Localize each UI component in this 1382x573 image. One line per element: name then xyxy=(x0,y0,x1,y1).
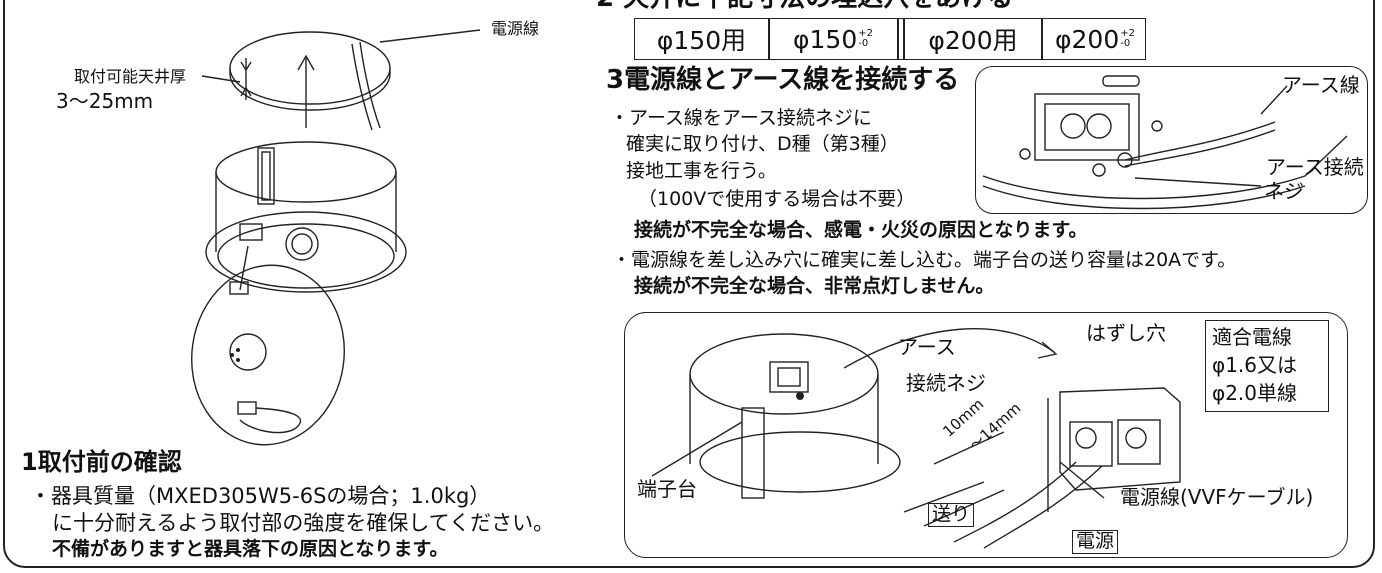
step3-heading: 3電源線とアース線を接続する xyxy=(606,65,960,95)
outer-frame xyxy=(3,0,1375,568)
step1-line2: に十分耐えるよう取付部の強度を確保してください。 xyxy=(52,511,555,535)
step3-warning1: 接続が不完全な場合、感電・火災の原因となります。 xyxy=(634,219,1088,241)
earth-terminal-drawing xyxy=(982,75,1348,210)
power-cable-label: 電源線(VVFケーブル) xyxy=(1120,485,1314,509)
wiring-drawing xyxy=(651,328,1181,549)
wiring-earth-screw-2: 接続ネジ xyxy=(906,371,986,395)
step3-bullet1-line4: （100Vで使用する場合は不要） xyxy=(638,188,916,210)
hole-size-table: φ150用 φ150 +2-0 φ200用 φ200 +2-0 xyxy=(634,18,1146,60)
step3-bullet1-line1: ・アース線をアース接続ネジに xyxy=(610,107,872,129)
wire-spec-line1: 適合電線 xyxy=(1212,325,1292,349)
wiring-earth-screw-1: アース xyxy=(898,335,956,359)
step3-bullet2: ・電源線を差し込み穴に確実に差し込む。端子台の送り容量は20Aです。 xyxy=(612,249,1237,271)
page-title: 2 天井に下記寸法の埋込穴をあける xyxy=(596,0,1013,14)
step1-line1: ・器具質量（MXED305W5-6Sの場合；1.0kg） xyxy=(30,484,491,508)
step1-heading: 1取付前の確認 xyxy=(21,448,182,476)
earth-screw-label-2: ネジ xyxy=(1264,179,1304,203)
hole-200-label: φ200用 xyxy=(928,26,1018,55)
wire-spec-line2: φ1.6又は xyxy=(1212,353,1297,377)
power-wire-label: 電源線 xyxy=(491,19,540,38)
earth-screw-label-1: アース接続 xyxy=(1266,155,1364,179)
fixture-install-illustration xyxy=(191,29,481,446)
step3-bullet1-line3: 接地工事を行う。 xyxy=(626,160,777,182)
hole-200-size: φ200 +2-0 xyxy=(1055,24,1135,54)
feed-label: 送り xyxy=(928,503,975,527)
hole-150-label: φ150用 xyxy=(656,26,747,55)
earth-detail-box xyxy=(975,66,1368,214)
wire-spec-line3: φ2.0単線 xyxy=(1212,381,1297,405)
step1-warning: 不備がありますと器具落下の原因となります。 xyxy=(52,538,449,560)
step3-warning2: 接続が不完全な場合、非常点灯しません。 xyxy=(634,275,995,297)
release-hole-label: はずし穴 xyxy=(1086,321,1166,345)
wire-spec-box: 適合電線 φ1.6又は φ2.0単線 xyxy=(1205,320,1329,412)
hole-150-size: φ150 +2-0 xyxy=(793,24,873,54)
earth-wire-label: アース線 xyxy=(1282,73,1360,97)
step3-bullet1-line2: 確実に取り付け、D種（第3種） xyxy=(626,133,899,155)
wiring-detail-box xyxy=(624,312,1348,558)
thickness-range: 3〜25mm xyxy=(56,89,154,113)
power-label: 電源 xyxy=(1072,530,1119,554)
terminal-block-label: 端子台 xyxy=(637,477,697,501)
ceiling-thickness-label: 取付可能天井厚 xyxy=(74,67,187,86)
